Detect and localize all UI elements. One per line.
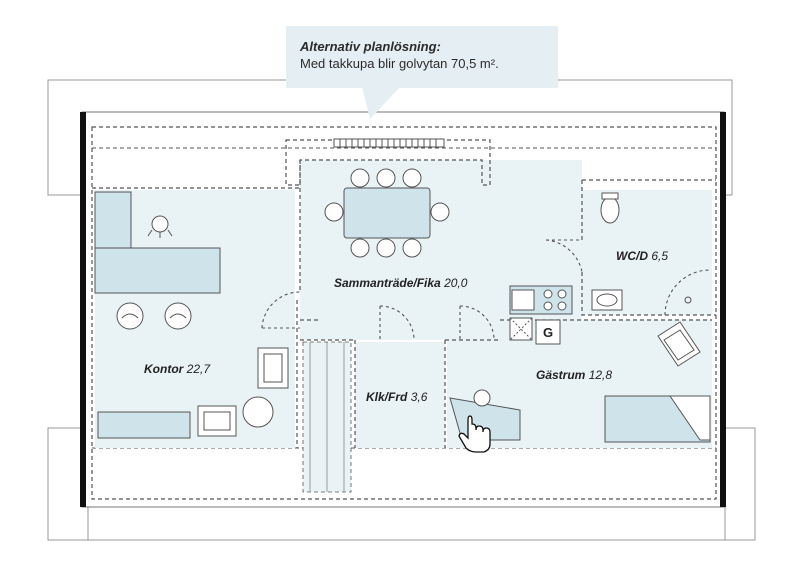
callout-text: Med takkupa blir golvytan 70,5 m².	[300, 56, 499, 71]
room-name: Sammanträde/Fika	[334, 276, 441, 290]
room-area: 3,6	[410, 390, 428, 404]
room-label-kontor: Kontor 22,7	[144, 362, 210, 376]
desk-icon	[94, 247, 221, 294]
shower-icon	[684, 296, 692, 304]
fridge-icon	[509, 317, 561, 345]
bed-icon	[604, 395, 711, 443]
room-name: Klk/Frd	[366, 390, 408, 404]
room-label-wc: WC/D 6,5	[616, 249, 668, 263]
room-name: Gästrum	[536, 368, 586, 382]
sofa-chair-icon	[116, 302, 192, 330]
room-label-gastrum: Gästrum 12,8	[536, 368, 612, 382]
stove-icon	[509, 285, 573, 315]
sink-icon	[591, 289, 623, 311]
room-area: 20,0	[444, 276, 468, 290]
bench-icon	[97, 411, 191, 439]
room-name: WC/D	[616, 249, 648, 263]
guest-armchair-icon	[657, 321, 701, 367]
gable-wall-left	[80, 112, 86, 507]
chair-icon	[324, 168, 450, 258]
room-label-sammantrade: Sammanträde/Fika 20,0	[334, 276, 467, 290]
dormer-window	[333, 138, 445, 148]
hand-cursor-icon	[458, 415, 491, 453]
office-chair-icon	[147, 215, 173, 238]
gable-wall-right	[720, 112, 726, 507]
toilet-icon	[600, 192, 620, 224]
room-area: 6,5	[651, 249, 669, 263]
alternative-plan-callout: Alternativ planlösning: Med takkupa blir…	[286, 26, 558, 88]
door-swings	[261, 239, 711, 341]
room-label-klk: Klk/Frd 3,6	[366, 390, 427, 404]
floor-klk	[355, 342, 445, 448]
room-area: 12,8	[588, 368, 613, 382]
appliance-g-label: G	[543, 325, 554, 340]
stair-icon	[302, 341, 352, 493]
callout-pointer	[362, 87, 400, 119]
callout-title: Alternativ planlösning:	[300, 39, 441, 54]
room-area: 22,7	[186, 362, 211, 376]
shelf-icon	[94, 191, 132, 249]
armchair-icon	[197, 347, 289, 437]
dormer-outline	[285, 139, 491, 186]
table-icon	[343, 187, 431, 239]
knee-wall-line	[91, 126, 717, 500]
room-name: Kontor	[144, 362, 184, 376]
interior-walls	[92, 160, 716, 448]
